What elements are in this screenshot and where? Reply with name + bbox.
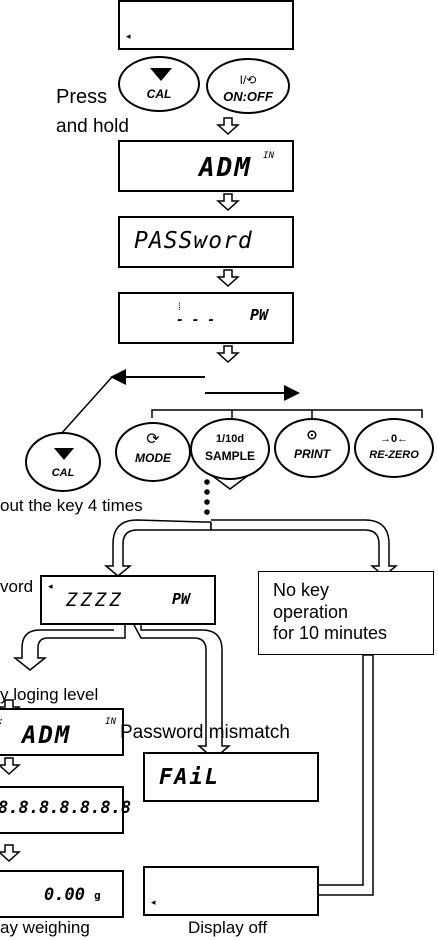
pw-digits: - - -	[176, 313, 216, 328]
adm2-text: ADM	[22, 721, 72, 749]
display-fail: FAiL	[143, 752, 319, 802]
zzzz-text: ZZZZ	[66, 589, 124, 611]
cal-key-2[interactable]: CAL	[25, 432, 101, 492]
loging-label: y loging level	[0, 685, 99, 704]
timeout-text: No key operation for 10 minutes	[273, 580, 388, 644]
sample-key[interactable]: 1/10d SAMPLE	[190, 418, 270, 480]
display-adm: ADM IN	[118, 140, 294, 192]
mismatch-label: Password mismatch	[120, 722, 290, 743]
display-off: ◂	[143, 866, 319, 916]
blink-icon: ⁞	[178, 302, 181, 313]
sample-key-label: SAMPLE	[204, 449, 255, 463]
adm-sup: IN	[263, 151, 274, 161]
display-full: 8.8.8.8.8.8.8	[0, 786, 131, 834]
times-label: out the key 4 times	[0, 496, 143, 515]
password-label: vord	[0, 577, 34, 596]
display-pw-input: ⁞ - - - PW	[118, 292, 294, 344]
print-key-label: PRINT	[294, 447, 330, 461]
press-label: Press	[56, 86, 108, 108]
indicator-mark: ◂	[151, 897, 156, 907]
sample-key-top: 1/10d	[215, 433, 245, 445]
rezero-key[interactable]: →0← RE-ZERO	[354, 418, 434, 478]
full-segments: 8.8.8.8.8.8.8	[0, 798, 132, 818]
cal-key[interactable]: CAL	[118, 56, 200, 112]
indicator-mark: ◂	[48, 581, 53, 591]
cal-key-label: CAL	[146, 87, 172, 101]
triangle-down-icon	[54, 448, 74, 460]
timeout-box: No key operation for 10 minutes	[258, 571, 434, 655]
rezero-key-top: →0←	[379, 433, 409, 445]
fail-text: FAiL	[159, 765, 220, 790]
zzzz-pw: PW	[171, 590, 190, 608]
display-off-label: Display off	[188, 918, 268, 937]
weight-value: 0.00	[44, 885, 85, 905]
and-hold-label: and hold	[56, 116, 129, 137]
onoff-key[interactable]: I/⟲ ON:OFF	[206, 58, 290, 114]
mode-key-label: MODE	[135, 451, 171, 465]
weighing-label: ay weighing	[0, 918, 90, 937]
rezero-key-label: RE-ZERO	[369, 449, 419, 461]
power-icon: I/⟲	[239, 73, 257, 87]
display-weight: 0.00 g	[0, 870, 124, 918]
cal-key-2-label: CAL	[51, 467, 75, 479]
display-adm-2: : ADM IN	[0, 708, 124, 756]
display-blank-top: ◂	[118, 0, 294, 50]
adm2-sup: IN	[105, 717, 116, 727]
adm2-mark: :	[0, 717, 4, 727]
display-password: PASSword	[118, 216, 294, 268]
triangle-down-icon	[150, 68, 172, 81]
cycle-icon: ⟳	[146, 431, 160, 448]
adm-text: ADM	[199, 153, 252, 183]
onoff-key-label: ON:OFF	[223, 89, 273, 104]
indicator-mark: ◂	[126, 31, 131, 41]
display-zzzz: ◂ ZZZZ PW	[40, 575, 216, 625]
print-icon: ⊙	[306, 427, 318, 442]
weight-unit: g	[94, 889, 101, 902]
print-key[interactable]: ⊙ PRINT	[274, 418, 350, 478]
pw-label: PW	[249, 306, 268, 324]
password-text: PASSword	[134, 228, 253, 254]
mode-key[interactable]: ⟳ MODE	[115, 422, 191, 482]
